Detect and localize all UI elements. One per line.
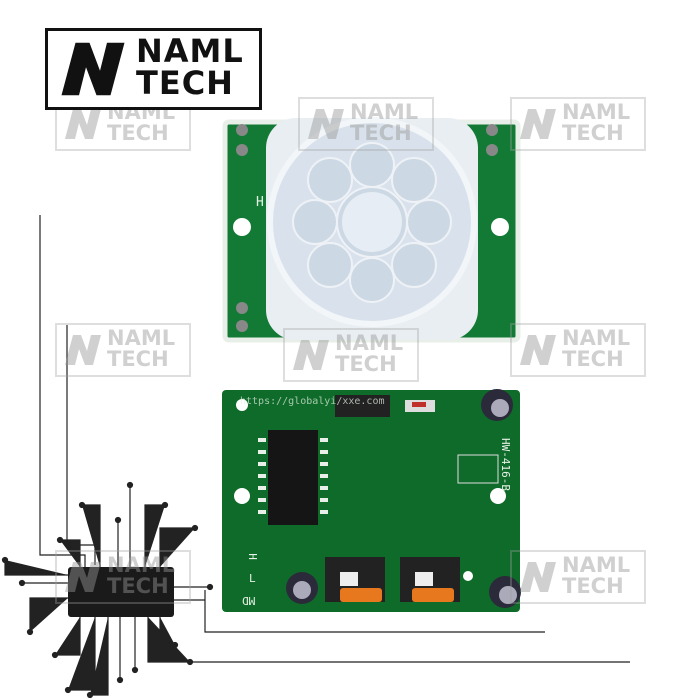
pir-sensor-bottom — [222, 389, 521, 612]
top-label-h: H — [256, 195, 264, 210]
logo-n-icon — [61, 42, 125, 96]
chip-diagram — [1, 481, 214, 699]
label-l: L — [249, 572, 256, 585]
label-h: H — [245, 553, 259, 560]
pir-sensor-top — [222, 117, 521, 343]
logo-line2: TECH — [136, 64, 234, 102]
silkscreen-url: https://globalyi/xxe.com — [240, 396, 385, 407]
model-label: HW-416-B — [499, 438, 512, 491]
leader-line — [39, 215, 86, 570]
logo-line1: NAML — [136, 32, 244, 70]
label-md: MD — [242, 594, 256, 607]
leader-line — [204, 590, 545, 633]
leader-lines — [39, 215, 630, 663]
leader-line — [66, 325, 96, 565]
